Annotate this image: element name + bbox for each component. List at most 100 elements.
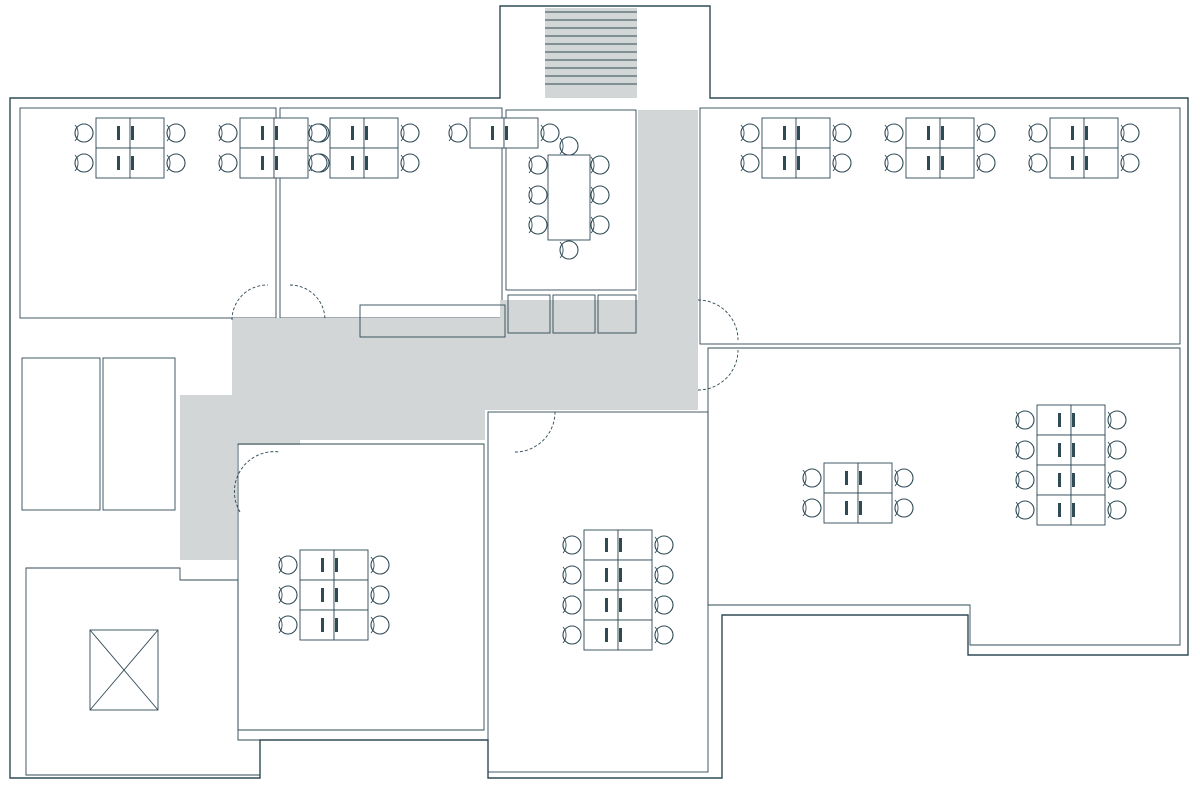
chair [74,153,94,173]
chair [559,240,579,260]
room-office-south-middle [487,411,709,773]
chair [590,155,610,175]
room-brown [237,443,485,731]
door-swing [289,284,326,321]
desk [1083,147,1119,179]
desk [363,117,399,149]
desk-block [308,117,420,179]
desk [363,147,399,179]
monitor [1058,473,1061,487]
chair [654,565,674,585]
chair [654,625,674,645]
chair [832,153,852,173]
monitor [117,156,120,170]
monitor [859,471,862,485]
monitor [321,588,324,602]
monitor [927,126,930,140]
monitor [261,126,264,140]
desk [333,609,369,641]
chair [166,153,186,173]
chair [540,123,560,143]
desk [583,619,619,651]
desk [939,147,975,179]
chair [884,153,904,173]
desk [1049,117,1085,149]
monitor [1058,413,1061,427]
stair-core-west [25,567,261,776]
desk [329,117,365,149]
desk [1083,117,1119,149]
monitor [321,618,324,632]
room-office-north-west-1 [19,107,277,319]
door-swing [697,349,739,391]
door-swing [514,411,556,453]
desk-block [884,117,996,179]
chair [1107,470,1127,490]
desk [1070,404,1106,436]
chair [559,136,579,156]
kitchen-counter [359,304,506,338]
monitor [941,126,944,140]
desk [1070,464,1106,496]
desk [617,559,653,591]
chair [1107,500,1127,520]
desk [939,117,975,149]
chair [1028,153,1048,173]
chair [1015,440,1035,460]
chair [562,535,582,555]
room-wc-pink [102,357,176,511]
chair [1015,470,1035,490]
monitor [1071,156,1074,170]
corridor-circulation [180,110,698,560]
monitor [797,156,800,170]
desk [469,117,505,149]
monitor [131,126,134,140]
monitor [335,588,338,602]
desk [1036,494,1072,526]
monitor [619,568,622,582]
monitor [1071,126,1074,140]
monitor [927,156,930,170]
monitor [845,501,848,515]
monitor [783,126,786,140]
chair [1015,410,1035,430]
monitor [261,156,264,170]
chair [894,468,914,488]
desk [857,492,893,524]
door-swing [697,299,739,341]
chair [278,555,298,575]
monitor [859,501,862,515]
monitor [335,558,338,572]
chair [740,153,760,173]
monitor [365,156,368,170]
kitchen-cupboard-1 [507,294,551,334]
kitchen-cupboard-2 [552,294,596,334]
desk [795,117,831,149]
room-meeting [505,109,637,291]
desk [795,147,831,179]
chair [218,153,238,173]
monitor [505,126,508,140]
monitor [1072,473,1075,487]
desk [1036,404,1072,436]
chair [802,498,822,518]
desk [333,549,369,581]
monitor [797,126,800,140]
desk [329,147,365,179]
desk [1049,147,1085,179]
desk [95,147,131,179]
chair [1120,153,1140,173]
stair-north [545,8,637,98]
desk [1036,434,1072,466]
chair [1120,123,1140,143]
monitor [619,598,622,612]
monitor [491,126,494,140]
chair [528,155,548,175]
chair [884,123,904,143]
desk-block [1028,117,1140,179]
monitor [1085,126,1088,140]
chair [802,468,822,488]
chair [370,585,390,605]
chair [1107,440,1127,460]
monitor [783,156,786,170]
